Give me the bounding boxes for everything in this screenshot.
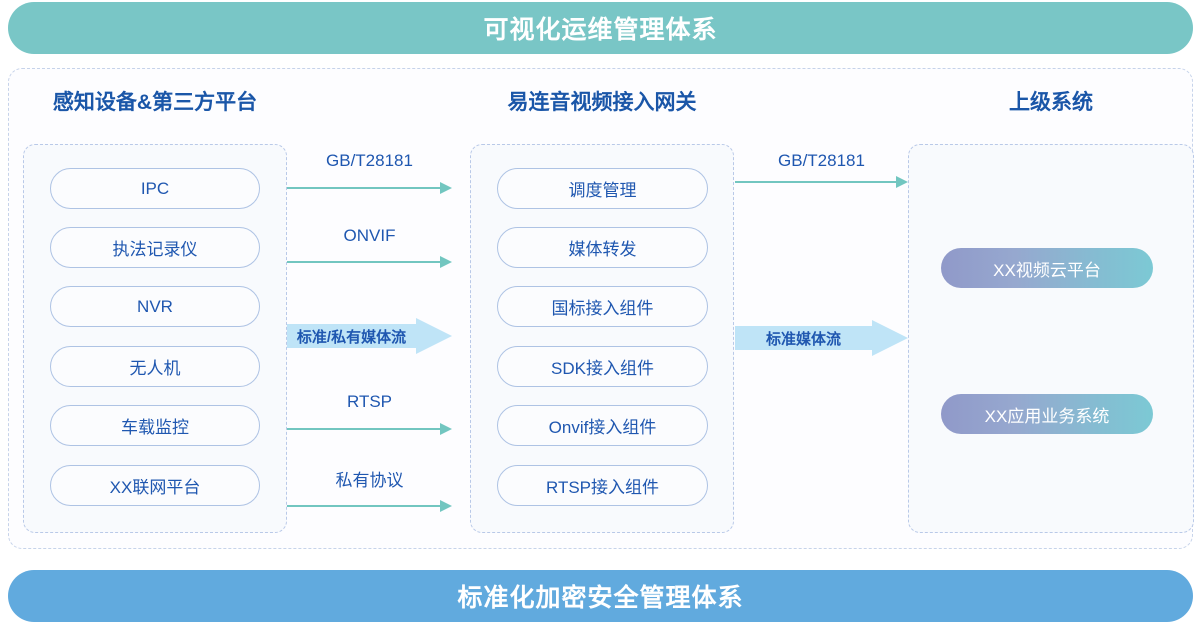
list-item[interactable]: RTSP接入组件 bbox=[497, 465, 708, 506]
arrow-head-icon bbox=[872, 320, 908, 356]
arrow-head-icon bbox=[440, 256, 452, 268]
panel-upper-system bbox=[908, 144, 1194, 533]
arrow-shaft bbox=[735, 181, 897, 184]
connector-label-onvif: ONVIF bbox=[343, 226, 396, 245]
list-item[interactable]: XX视频云平台 bbox=[941, 248, 1153, 288]
list-item[interactable]: XX应用业务系统 bbox=[941, 394, 1153, 434]
connector-label-rtsp: RTSP bbox=[346, 392, 393, 411]
connector-arrow-gbt28181-right bbox=[735, 176, 908, 188]
arrow-shaft bbox=[287, 187, 441, 190]
list-item[interactable]: 无人机 bbox=[50, 346, 260, 387]
list-item[interactable]: 国标接入组件 bbox=[497, 286, 708, 327]
connector-arrow-gbt28181-left bbox=[287, 182, 452, 194]
list-item[interactable]: SDK接入组件 bbox=[497, 346, 708, 387]
arrow-head-icon bbox=[416, 318, 452, 354]
connector-label-private-protocol: 私有协议 bbox=[335, 471, 404, 490]
column-title-right: 上级系统 bbox=[1009, 91, 1093, 114]
arrow-shaft bbox=[287, 505, 441, 508]
arrow-body bbox=[287, 324, 416, 348]
arrow-head-icon bbox=[896, 176, 908, 188]
connector-arrow-rtsp bbox=[287, 423, 452, 435]
column-title-middle: 易连音视频接入网关 bbox=[507, 91, 697, 114]
list-item[interactable]: 调度管理 bbox=[497, 168, 708, 209]
connector-label-standard-private-media-stream: 标准/私有媒体流 bbox=[296, 328, 407, 346]
list-item[interactable]: NVR bbox=[50, 286, 260, 327]
list-item[interactable]: 执法记录仪 bbox=[50, 227, 260, 268]
connector-label-gbt28181-right: GB/T28181 bbox=[778, 151, 865, 170]
top-banner: 可视化运维管理体系 bbox=[8, 2, 1193, 54]
arrow-head-icon bbox=[440, 423, 452, 435]
arrow-head-icon bbox=[440, 182, 452, 194]
arrow-head-icon bbox=[440, 500, 452, 512]
arrow-shaft bbox=[287, 428, 441, 431]
connector-label-standard-media-stream: 标准媒体流 bbox=[765, 330, 841, 348]
arrow-body bbox=[735, 326, 872, 350]
connector-label-gbt28181-left: GB/T28181 bbox=[326, 151, 413, 170]
list-item[interactable]: 媒体转发 bbox=[497, 227, 708, 268]
connector-arrow-private-protocol bbox=[287, 500, 452, 512]
connector-arrow-standard-media-stream: 标准媒体流 bbox=[735, 320, 908, 356]
column-title-left: 感知设备&第三方平台 bbox=[52, 91, 258, 114]
bottom-banner: 标准化加密安全管理体系 bbox=[8, 570, 1193, 622]
list-item[interactable]: IPC bbox=[50, 168, 260, 209]
list-item[interactable]: XX联网平台 bbox=[50, 465, 260, 506]
connector-arrow-standard-private-media-stream: 标准/私有媒体流 bbox=[287, 318, 452, 354]
list-item[interactable]: 车载监控 bbox=[50, 405, 260, 446]
connector-arrow-onvif bbox=[287, 256, 452, 268]
list-item[interactable]: Onvif接入组件 bbox=[497, 405, 708, 446]
arrow-shaft bbox=[287, 261, 441, 264]
